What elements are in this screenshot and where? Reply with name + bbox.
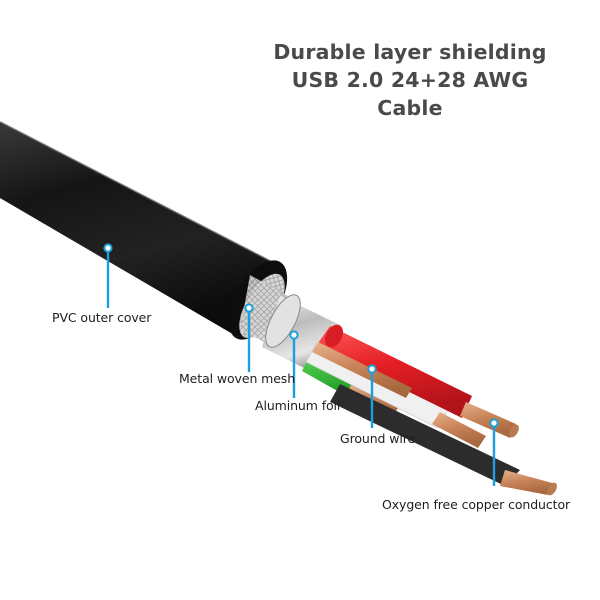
leader-copper bbox=[489, 418, 499, 486]
leader-lines bbox=[103, 243, 499, 486]
label-aluminum-foil: Aluminum foil bbox=[255, 398, 341, 413]
headline-line-1: Durable layer shielding bbox=[273, 40, 547, 64]
leader-mesh bbox=[244, 303, 254, 372]
leader-foil bbox=[289, 330, 299, 398]
ground-wire bbox=[312, 342, 412, 398]
leader-ground bbox=[367, 364, 377, 428]
headline: Durable layer shielding USB 2.0 24+28 AW… bbox=[250, 38, 570, 122]
red-wire bbox=[316, 324, 519, 438]
leader-pvc bbox=[103, 243, 113, 308]
headline-line-2: USB 2.0 24+28 AWG bbox=[291, 68, 529, 92]
label-metal-woven-mesh: Metal woven mesh bbox=[179, 371, 296, 386]
black-wire bbox=[330, 384, 557, 496]
label-pvc-outer-cover: PVC outer cover bbox=[52, 310, 152, 325]
headline-line-3: Cable bbox=[377, 96, 443, 120]
label-ground-wire: Ground wire bbox=[340, 431, 416, 446]
label-oxygen-free-copper-conductor: Oxygen free copper conductor bbox=[382, 497, 571, 512]
